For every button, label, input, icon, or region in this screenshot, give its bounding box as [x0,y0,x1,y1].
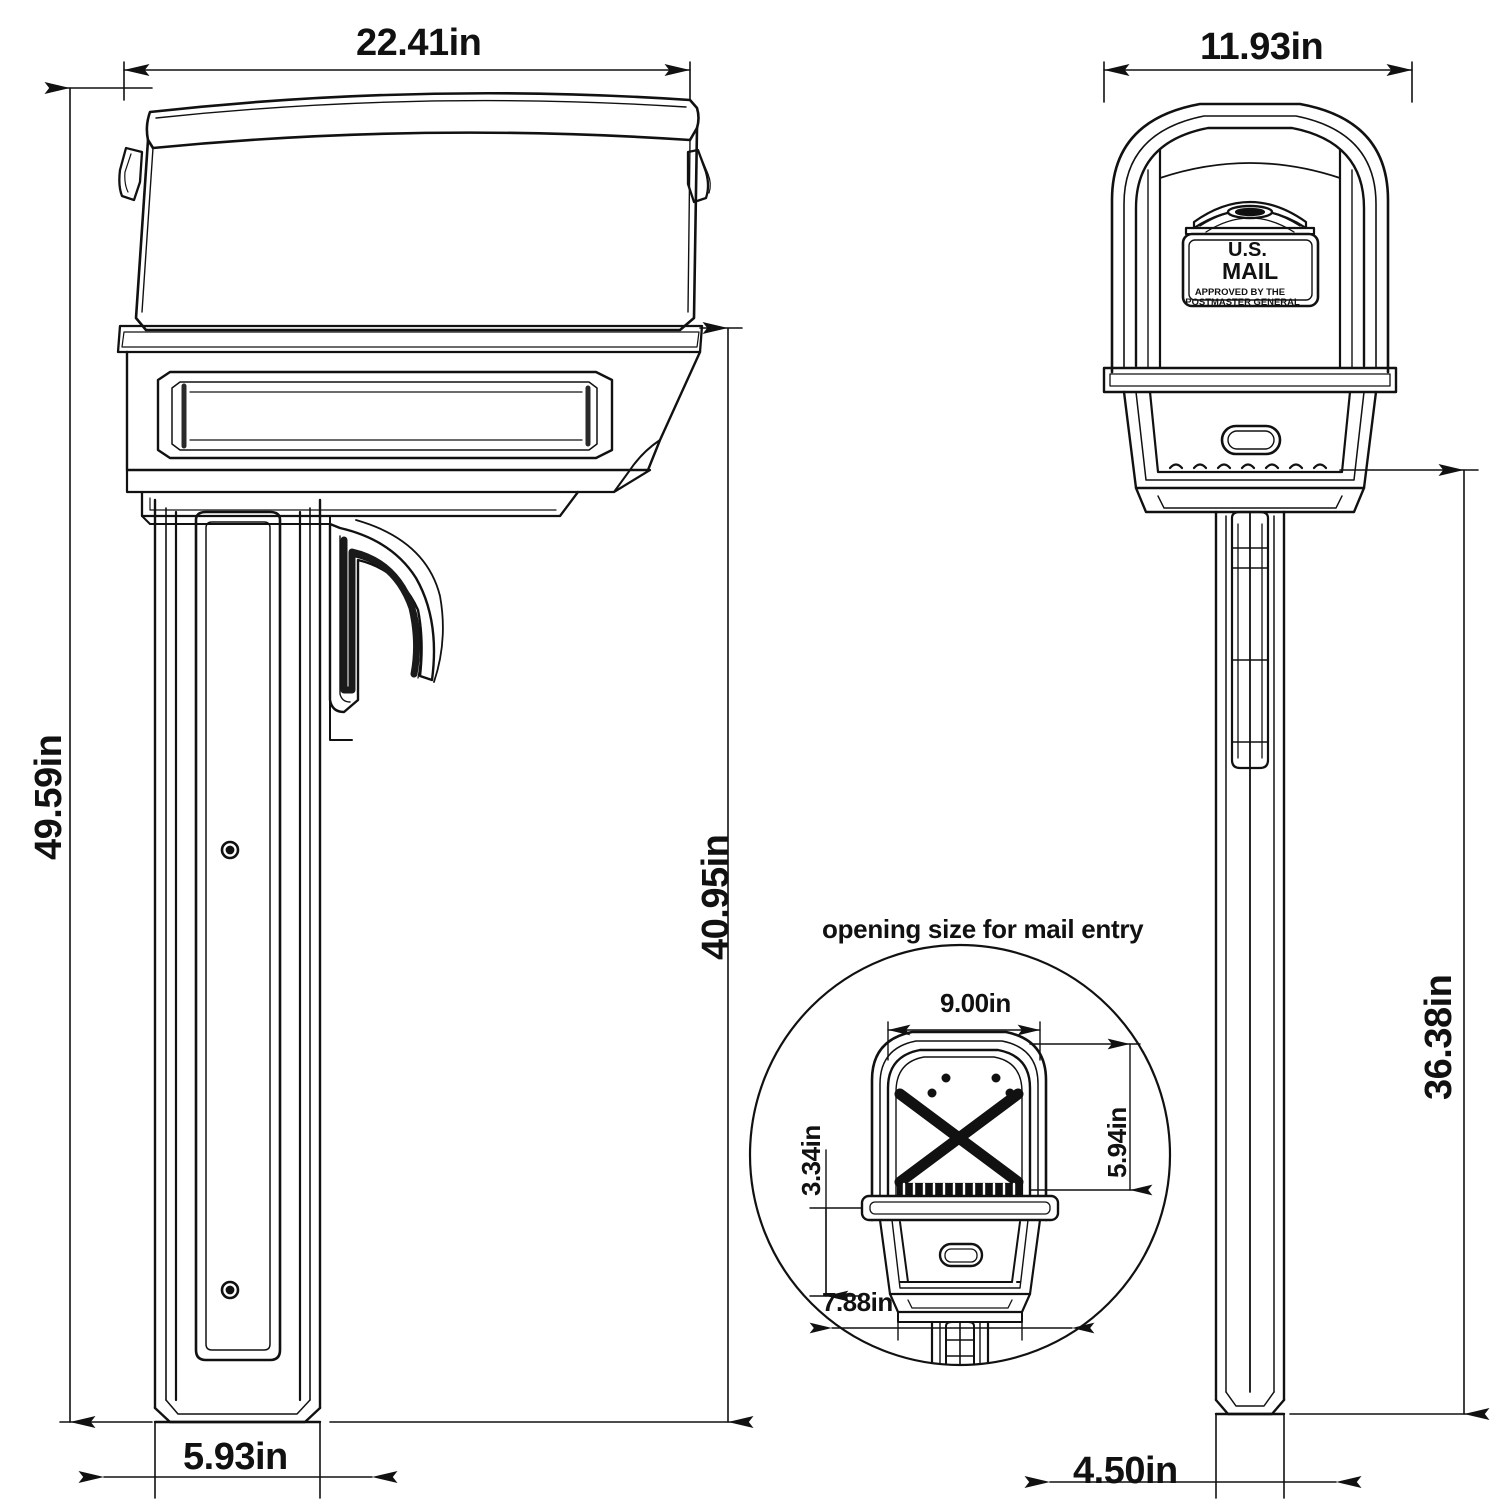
dimension-label-detail-base-width: 7.88in [822,1287,893,1317]
dimension-label-post-height: 36.38in [1418,974,1460,1100]
nameplate-line-postmaster: POSTMASTER GENERAL [1185,297,1300,307]
dimension-label-box-bottom-to-ground: 40.95in [695,834,737,960]
mail-entry-detail-geometry [748,943,1172,1367]
dimension-label-overall-width: 22.41in [356,22,482,64]
dimension-label-overall-height: 49.59in [28,734,70,860]
side-elevation-geometry [116,91,711,1424]
dimension-label-front-width: 11.93in [1200,26,1324,68]
front-view-dimension-lines [1024,61,1490,1499]
dimension-label-door-drop-height: 3.34in [796,1125,826,1196]
dimension-label-post-width: 5.93in [183,1436,288,1478]
detail-view-title: opening size for mail entry [822,914,1144,944]
dimension-label-post-base-width: 4.50in [1073,1450,1178,1492]
nameplate-line-mail: MAIL [1222,258,1279,284]
dimension-label-opening-height: 5.94in [1102,1107,1132,1178]
detail-view-dimension-lines [809,1021,1153,1341]
dimension-label-opening-width: 9.00in [940,988,1011,1018]
nameplate-line-approved: APPROVED BY THE [1194,287,1286,297]
side-view-dimension-lines [44,61,754,1499]
nameplate-line-us: U.S. [1228,239,1267,261]
front-elevation-geometry [1102,102,1398,1416]
